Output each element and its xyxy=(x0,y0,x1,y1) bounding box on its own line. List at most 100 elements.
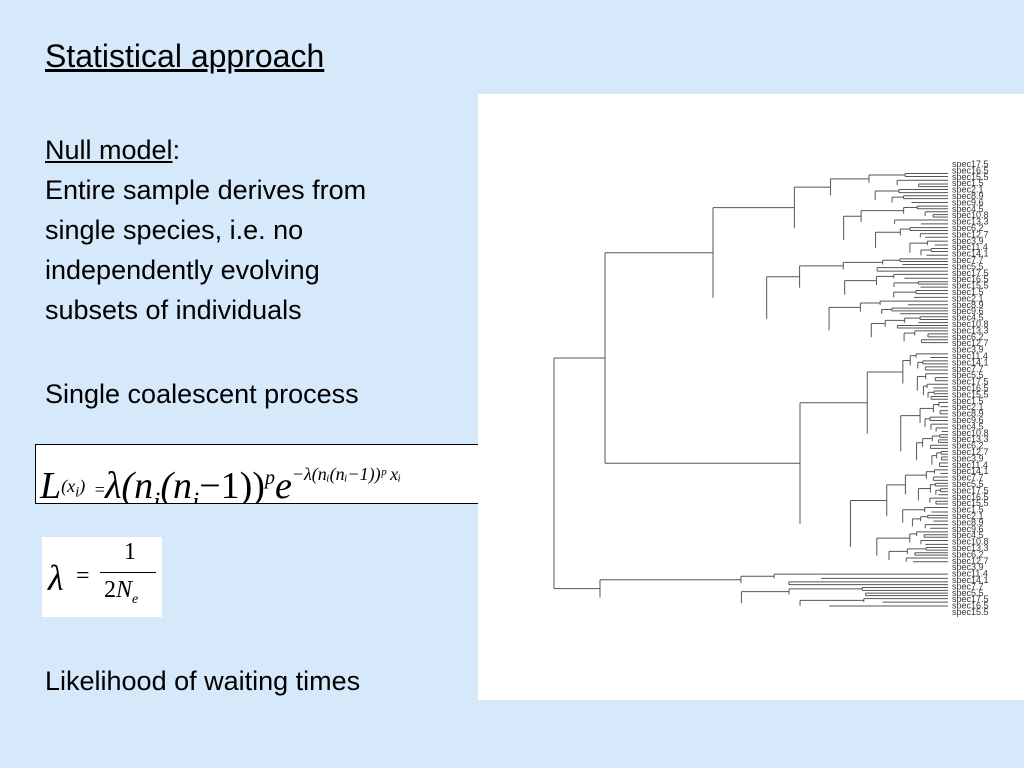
lambda-lhs: λ xyxy=(48,558,64,598)
null-model-description: Entire sample derives from single specie… xyxy=(45,170,465,330)
formula-eq: = xyxy=(94,479,105,500)
leaf-label: spec9.6 xyxy=(952,306,984,316)
formula-sub1: i xyxy=(153,487,161,504)
leaf-label: spec2.1 xyxy=(952,185,984,195)
likelihood-formula: L(xi) =λ(ni(ni−1))pe−λ(nᵢ(nᵢ−1))ᵖ xᵢ xyxy=(35,444,512,504)
leaf-label: spec13.3 xyxy=(952,543,989,553)
leaf-label: spec3.9 xyxy=(952,562,984,572)
lambda-denominator: 2Ne xyxy=(104,577,139,607)
leaf-label: spec14.1 xyxy=(952,466,989,476)
formula-exponent: −λ(nᵢ(nᵢ−1))ᵖ xᵢ xyxy=(291,464,402,484)
body-line: single species, i.e. no xyxy=(45,215,304,245)
leaf-label: spec5.5 xyxy=(952,261,984,271)
null-model-colon: : xyxy=(172,135,181,165)
formula-e: e xyxy=(274,465,292,504)
leaf-label: spec13.3 xyxy=(952,325,989,335)
leaf-label: spec7.7 xyxy=(952,581,984,591)
leaf-label: spec2.1 xyxy=(952,293,984,303)
formula-x-arg: (xi) xyxy=(61,475,86,501)
leaf-label: spec14.1 xyxy=(952,249,989,259)
leaf-label: spec15.5 xyxy=(952,172,989,182)
leaf-label: spec9.6 xyxy=(952,524,984,534)
null-model-heading: Null model: xyxy=(45,130,180,170)
leaf-label: spec13.3 xyxy=(952,217,989,227)
leaf-label: spec12.7 xyxy=(952,556,989,566)
leaf-label: spec6.2 xyxy=(952,332,984,342)
leaf-label: spec5.5 xyxy=(952,479,984,489)
leaf-label: spec4.5 xyxy=(952,313,984,323)
coalescent-text: Single coalescent process xyxy=(45,379,359,409)
lambda-numerator: 1 xyxy=(124,539,136,565)
waiting-times-text: Likelihood of waiting times xyxy=(45,666,361,696)
leaf-label: spec7.7 xyxy=(952,473,984,483)
leaf-label: spec11.4 xyxy=(952,242,988,252)
leaf-label: spec17.5 xyxy=(952,485,989,495)
leaf-label: spec11.4 xyxy=(952,460,988,470)
leaf-label: spec9.6 xyxy=(952,415,984,425)
leaf-label: spec6.2 xyxy=(952,223,984,233)
leaf-label: spec4.5 xyxy=(952,204,984,214)
leaf-label: spec12.7 xyxy=(952,229,989,239)
leaf-label: spec14.1 xyxy=(952,357,989,367)
leaf-label: spec16.5 xyxy=(952,601,989,611)
formula-minus-one: −1)) xyxy=(199,465,265,504)
slide-title: Statistical approach xyxy=(45,38,325,74)
leaf-label: spec1.5 xyxy=(952,505,984,515)
leaf-label: spec3.9 xyxy=(952,236,984,246)
leaf-label: spec9.6 xyxy=(952,197,984,207)
lambda-formula: λ = 1 2Ne xyxy=(42,537,162,617)
leaf-label: spec6.2 xyxy=(952,549,984,559)
formula-L: L xyxy=(40,465,62,504)
leaf-label: spec6.2 xyxy=(952,441,984,451)
leaf-label: spec13.3 xyxy=(952,434,989,444)
leaf-label: spec10.8 xyxy=(952,210,989,220)
leaf-label: spec5.5 xyxy=(952,588,984,598)
leaf-label: spec2.1 xyxy=(952,511,984,521)
formula-open2: (n xyxy=(160,465,192,504)
leaf-label: spec8.9 xyxy=(952,191,984,201)
leaf-label: spec17.5 xyxy=(952,377,989,387)
leaf-label: spec7.7 xyxy=(952,364,984,374)
lambda-eq: = xyxy=(76,563,90,589)
leaf-label: spec12.7 xyxy=(952,338,989,348)
leaf-label: spec2.1 xyxy=(952,402,984,412)
formula-lambda: λ xyxy=(104,465,122,504)
leaf-label: spec16.5 xyxy=(952,383,989,393)
leaf-label: spec11.4 xyxy=(952,569,988,579)
leaf-label: spec7.7 xyxy=(952,255,984,265)
leaf-label: spec16.5 xyxy=(952,274,989,284)
leaf-label: spec10.8 xyxy=(952,428,989,438)
leaf-label: spec1.5 xyxy=(952,396,984,406)
leaf-label: spec8.9 xyxy=(952,300,984,310)
leaf-label: spec4.5 xyxy=(952,530,984,540)
leaf-label: spec12.7 xyxy=(952,447,989,457)
leaf-label: spec10.8 xyxy=(952,537,989,547)
leaf-label: spec3.9 xyxy=(952,345,984,355)
body-line: independently evolving xyxy=(45,255,320,285)
leaf-label: spec10.8 xyxy=(952,319,989,329)
leaf-label: spec15.5 xyxy=(952,607,989,617)
formula-open: (n xyxy=(121,465,154,504)
leaf-label: spec8.9 xyxy=(952,409,984,419)
leaf-label: spec17.5 xyxy=(952,159,989,169)
leaf-label: spec1.5 xyxy=(952,178,984,188)
leaf-label: spec15.5 xyxy=(952,498,989,508)
leaf-label: spec8.9 xyxy=(952,517,984,527)
leaf-label: spec4.5 xyxy=(952,421,984,431)
fraction-bar xyxy=(100,572,156,573)
leaf-label: spec14.1 xyxy=(952,575,989,585)
formula-p: p xyxy=(264,467,275,489)
body-line: subsets of individuals xyxy=(45,295,302,325)
formula-sub2: i xyxy=(191,487,200,504)
leaf-label: spec16.5 xyxy=(952,165,989,175)
body-line: Entire sample derives from xyxy=(45,175,367,205)
leaf-label: spec5.5 xyxy=(952,370,984,380)
leaf-label: spec1.5 xyxy=(952,287,984,297)
leaf-label: spec16.5 xyxy=(952,492,989,502)
leaf-label: spec17.5 xyxy=(952,594,989,604)
leaf-label: spec3.9 xyxy=(952,453,984,463)
leaf-label: spec17.5 xyxy=(952,268,989,278)
dendrogram-svg: spec17.5spec16.5spec15.5spec1.5spec2.1sp… xyxy=(553,159,989,617)
null-model-label: Null model xyxy=(45,135,173,165)
